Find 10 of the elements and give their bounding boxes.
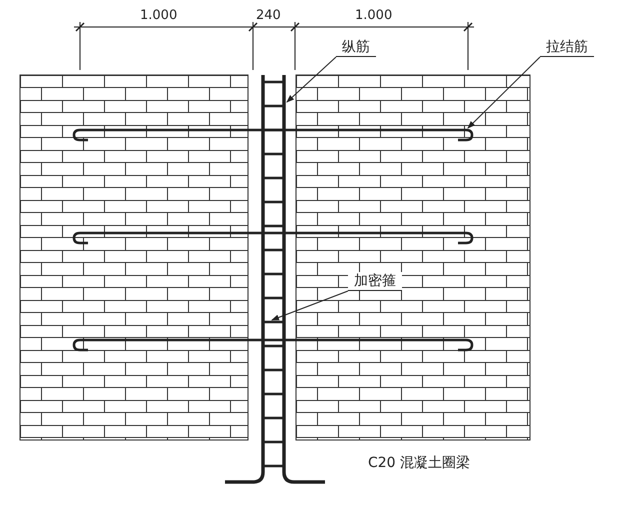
callout-label: 加密箍 [348,272,402,291]
dimension-text: 1.000 [140,8,178,24]
leader-line [271,290,348,320]
dimension-text: 240 [256,8,281,24]
leader-line [467,56,540,129]
callout-label: 拉结筋 [540,38,594,57]
leader-line [286,56,336,103]
caption: C20 混凝土圈梁 [368,455,470,471]
dimension-text: 1.000 [355,8,392,24]
callout-label: 纵筋 [336,38,376,57]
